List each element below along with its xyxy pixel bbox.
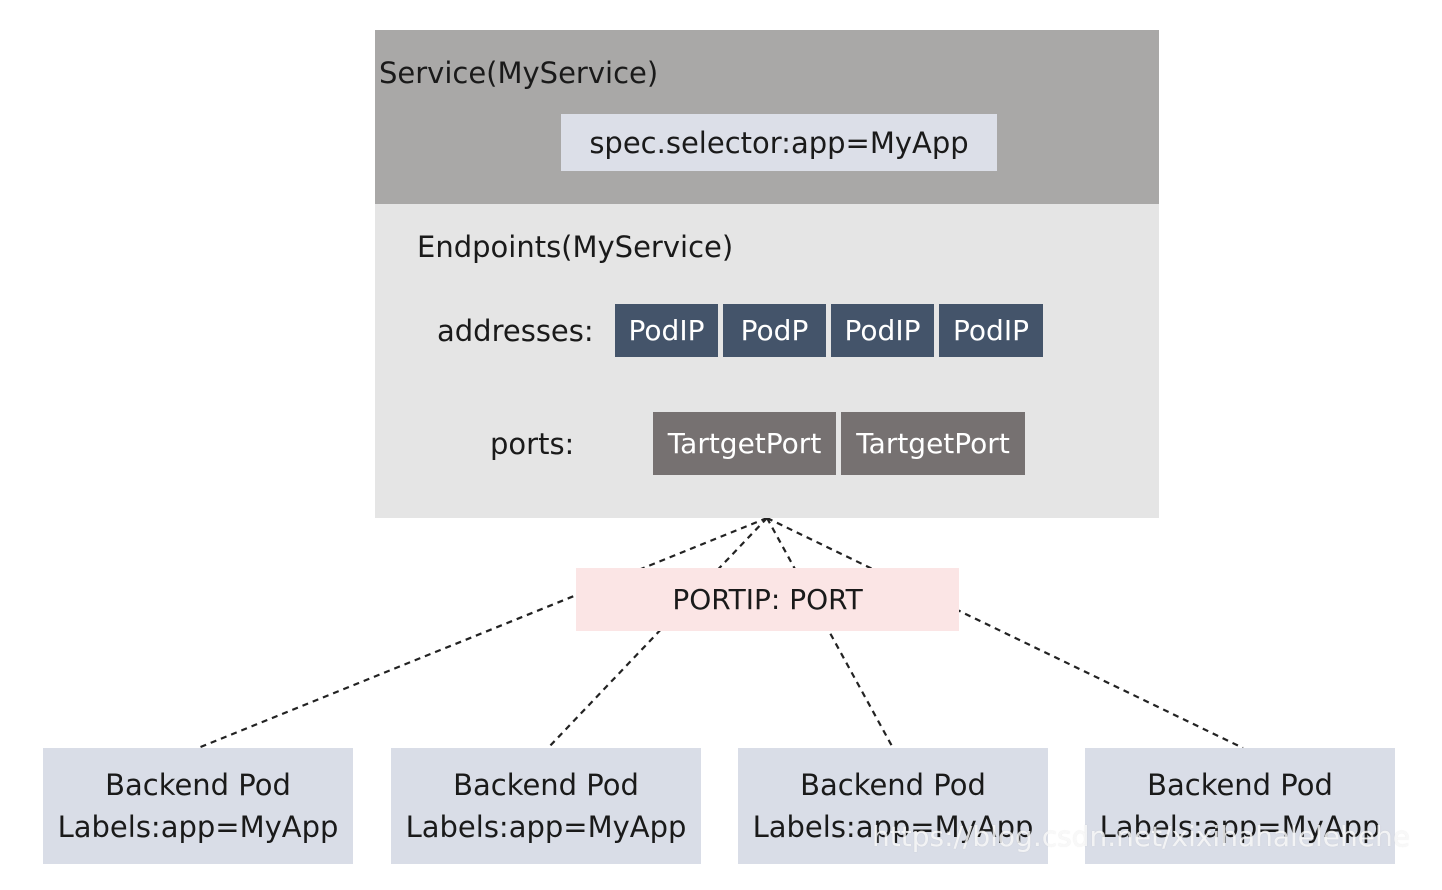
backend-pod: Backend Pod Labels:app=MyApp xyxy=(1085,748,1395,864)
addresses-label: addresses: xyxy=(437,314,594,348)
address-box: PodIP xyxy=(831,304,934,357)
connector-pod-2 xyxy=(547,517,768,749)
backend-pod: Backend Pod Labels:app=MyApp xyxy=(43,748,353,864)
pod-labels: Labels:app=MyApp xyxy=(57,810,339,844)
watermark: https://blog.csdn.net/xixihahalelehehe xyxy=(872,820,1410,853)
service-title: Service(MyService) xyxy=(379,56,659,90)
portip-box: PORTIP: PORT xyxy=(576,568,959,631)
ports-label: ports: xyxy=(490,427,575,461)
endpoints-title: Endpoints(MyService) xyxy=(417,230,734,264)
pod-labels: Labels:app=MyApp xyxy=(752,810,1034,844)
address-box: PodIP xyxy=(939,304,1043,357)
port-box: TartgetPort xyxy=(841,412,1025,475)
pod-labels: Labels:app=MyApp xyxy=(1099,810,1381,844)
pod-name: Backend Pod xyxy=(105,768,291,802)
pod-labels: Labels:app=MyApp xyxy=(405,810,687,844)
pod-name: Backend Pod xyxy=(453,768,639,802)
port-box: TartgetPort xyxy=(653,412,836,475)
backend-pod: Backend Pod Labels:app=MyApp xyxy=(391,748,701,864)
service-block: Service(MyService) spec.selector:app=MyA… xyxy=(375,30,1159,204)
endpoints-block: Endpoints(MyService) addresses: PodIP Po… xyxy=(375,204,1159,518)
backend-pod: Backend Pod Labels:app=MyApp xyxy=(738,748,1048,864)
connector-pod-4 xyxy=(766,517,1244,749)
address-box: PodP xyxy=(723,304,826,357)
connector-pod-1 xyxy=(197,516,768,750)
address-box: PodIP xyxy=(615,304,718,357)
pod-name: Backend Pod xyxy=(800,768,986,802)
connector-pod-3 xyxy=(766,517,894,749)
selector-box: spec.selector:app=MyApp xyxy=(561,114,997,171)
pod-name: Backend Pod xyxy=(1147,768,1333,802)
